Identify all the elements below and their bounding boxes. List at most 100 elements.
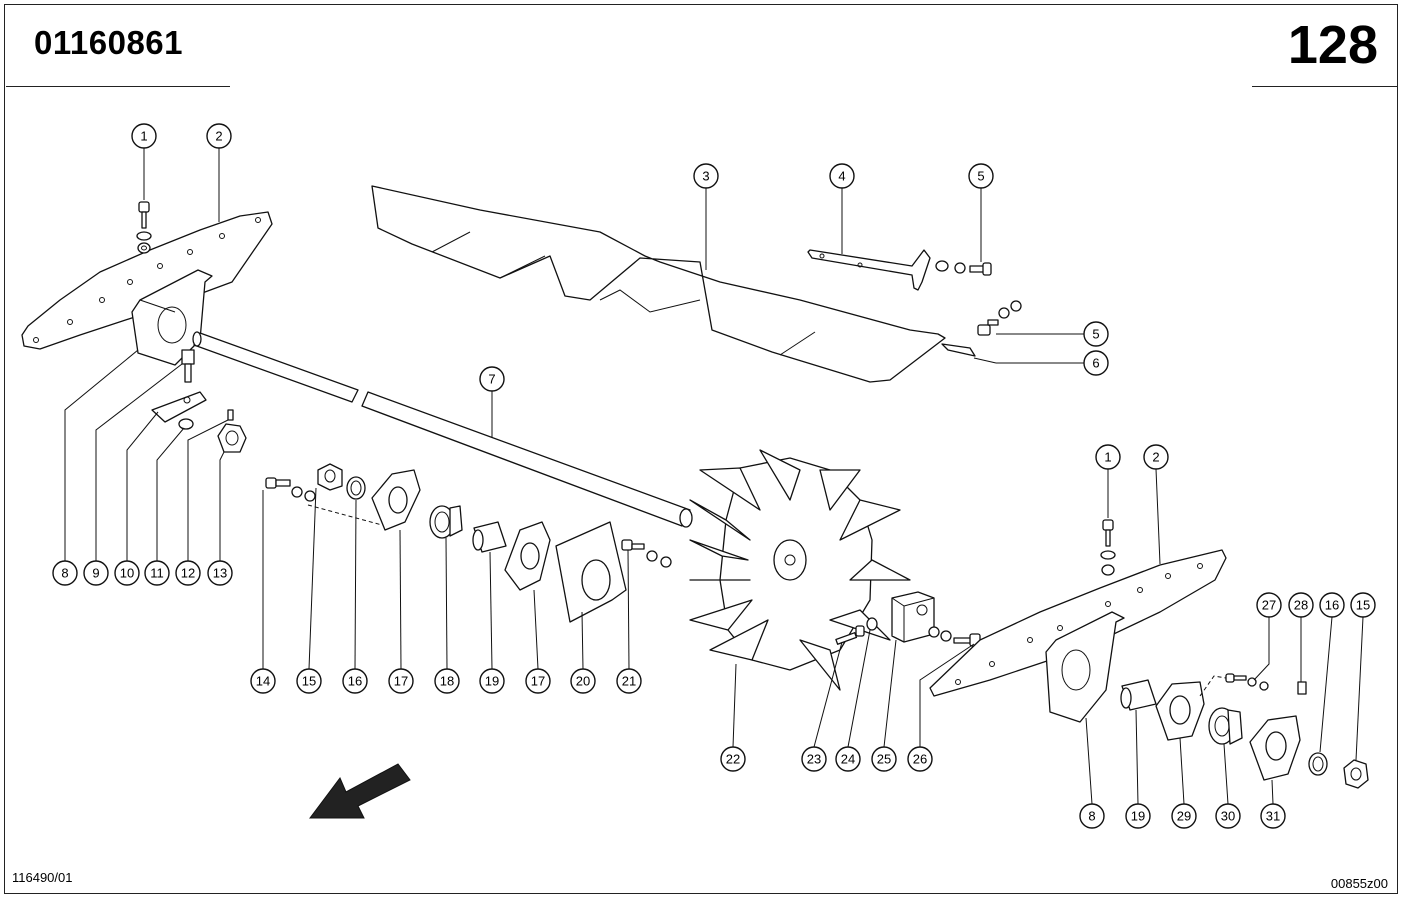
callout-9: 9 <box>83 560 109 586</box>
flange-housing-31 <box>1249 715 1301 781</box>
callout-22: 22 <box>720 746 746 772</box>
svg-text:21: 21 <box>622 674 636 689</box>
svg-text:17: 17 <box>394 674 408 689</box>
part-number: 01160861 <box>34 24 184 61</box>
svg-text:24: 24 <box>841 752 855 767</box>
svg-text:28: 28 <box>1294 598 1308 613</box>
bracket-plate-20 <box>555 521 627 623</box>
svg-text:16: 16 <box>1325 598 1339 613</box>
callout-23: 23 <box>801 746 827 772</box>
callout-11: 11 <box>144 560 170 586</box>
nut-15 <box>304 463 343 502</box>
left-locknut-13 <box>217 423 247 453</box>
ring-16 <box>346 476 366 500</box>
callout-17-b: 17 <box>525 668 551 694</box>
sleeve-19-left <box>472 521 507 553</box>
svg-text:19: 19 <box>485 674 499 689</box>
svg-text:27: 27 <box>1262 598 1276 613</box>
bearing-30 <box>1208 707 1243 745</box>
right-bolt-1 <box>1100 519 1116 576</box>
header-rule-left <box>6 86 230 87</box>
bearing-block-25 <box>891 591 935 643</box>
callout-8-right: 8 <box>1079 803 1105 829</box>
svg-text:5: 5 <box>977 169 984 184</box>
callout-19-right: 19 <box>1125 803 1151 829</box>
bolt-21 <box>621 539 672 568</box>
mounting-bar-4 <box>807 249 931 291</box>
svg-text:30: 30 <box>1221 809 1235 824</box>
callout-7: 7 <box>479 366 505 392</box>
bearing-18 <box>429 505 463 539</box>
svg-text:26: 26 <box>913 752 927 767</box>
callout-1-left: 1 <box>131 123 157 149</box>
svg-text:14: 14 <box>256 674 270 689</box>
svg-text:20: 20 <box>576 674 590 689</box>
callout-29: 29 <box>1171 803 1197 829</box>
left-bolt-1 <box>136 201 152 254</box>
callout-4: 4 <box>829 163 855 189</box>
bolt-23 <box>835 625 865 645</box>
svg-text:3: 3 <box>702 169 709 184</box>
svg-text:2: 2 <box>1152 450 1159 465</box>
svg-text:15: 15 <box>1356 598 1370 613</box>
callout-25: 25 <box>871 746 897 772</box>
svg-text:12: 12 <box>181 566 195 581</box>
assembly-line-a <box>307 504 383 526</box>
svg-text:22: 22 <box>726 752 740 767</box>
callout-2-right: 2 <box>1143 444 1169 470</box>
left-plate-10 <box>151 391 207 423</box>
svg-text:5: 5 <box>1092 327 1099 342</box>
left-bearing-bracket <box>131 269 213 366</box>
svg-text:15: 15 <box>302 674 316 689</box>
svg-text:25: 25 <box>877 752 891 767</box>
bolt-27 <box>1225 673 1269 691</box>
callout-5-top: 5 <box>968 163 994 189</box>
callout-3: 3 <box>693 163 719 189</box>
bolt-5-top <box>935 260 992 276</box>
svg-text:9: 9 <box>92 566 99 581</box>
callout-17-a: 17 <box>388 668 414 694</box>
svg-text:23: 23 <box>807 752 821 767</box>
flange-17-left <box>371 469 421 531</box>
right-bearing-bracket <box>1045 611 1125 723</box>
callout-19-left: 19 <box>479 668 505 694</box>
page-frame <box>4 4 1398 894</box>
callout-20: 20 <box>570 668 596 694</box>
svg-text:7: 7 <box>488 372 495 387</box>
callout-16-left: 16 <box>342 668 368 694</box>
callout-21: 21 <box>616 668 642 694</box>
svg-text:29: 29 <box>1177 809 1191 824</box>
fan-wheel <box>689 449 911 691</box>
leader-lines <box>64 148 1364 805</box>
svg-text:16: 16 <box>348 674 362 689</box>
drawing-ref-right: 00855z00 <box>1330 876 1388 891</box>
svg-text:4: 4 <box>838 169 845 184</box>
nut-15-right <box>1343 759 1369 789</box>
grease-nipple-28 <box>1297 681 1307 695</box>
bolt-5-right <box>977 300 1022 336</box>
right-support-strip <box>929 549 1227 697</box>
flange-housing-29 <box>1155 681 1205 741</box>
callout-2-left: 2 <box>206 123 232 149</box>
callout-5-right: 5 <box>1083 321 1109 347</box>
callout-18: 18 <box>434 668 460 694</box>
callout-16-right: 16 <box>1319 592 1345 618</box>
callout-26: 26 <box>907 746 933 772</box>
left-nut-11 <box>178 418 194 430</box>
svg-text:8: 8 <box>61 566 68 581</box>
callout-14: 14 <box>250 668 276 694</box>
svg-text:1: 1 <box>1104 450 1111 465</box>
svg-text:10: 10 <box>120 566 134 581</box>
washer-24 <box>866 617 878 631</box>
callout-30: 30 <box>1215 803 1241 829</box>
direction-arrow-icon <box>309 763 411 819</box>
header-rule-right <box>1252 86 1398 87</box>
callout-12: 12 <box>175 560 201 586</box>
bolt-26 <box>928 626 981 647</box>
drawing-ref-left: 116490/01 <box>12 870 73 885</box>
assembly-line-b <box>1199 675 1227 697</box>
callout-6: 6 <box>1083 350 1109 376</box>
svg-text:13: 13 <box>213 566 227 581</box>
cover-shield <box>371 185 946 383</box>
